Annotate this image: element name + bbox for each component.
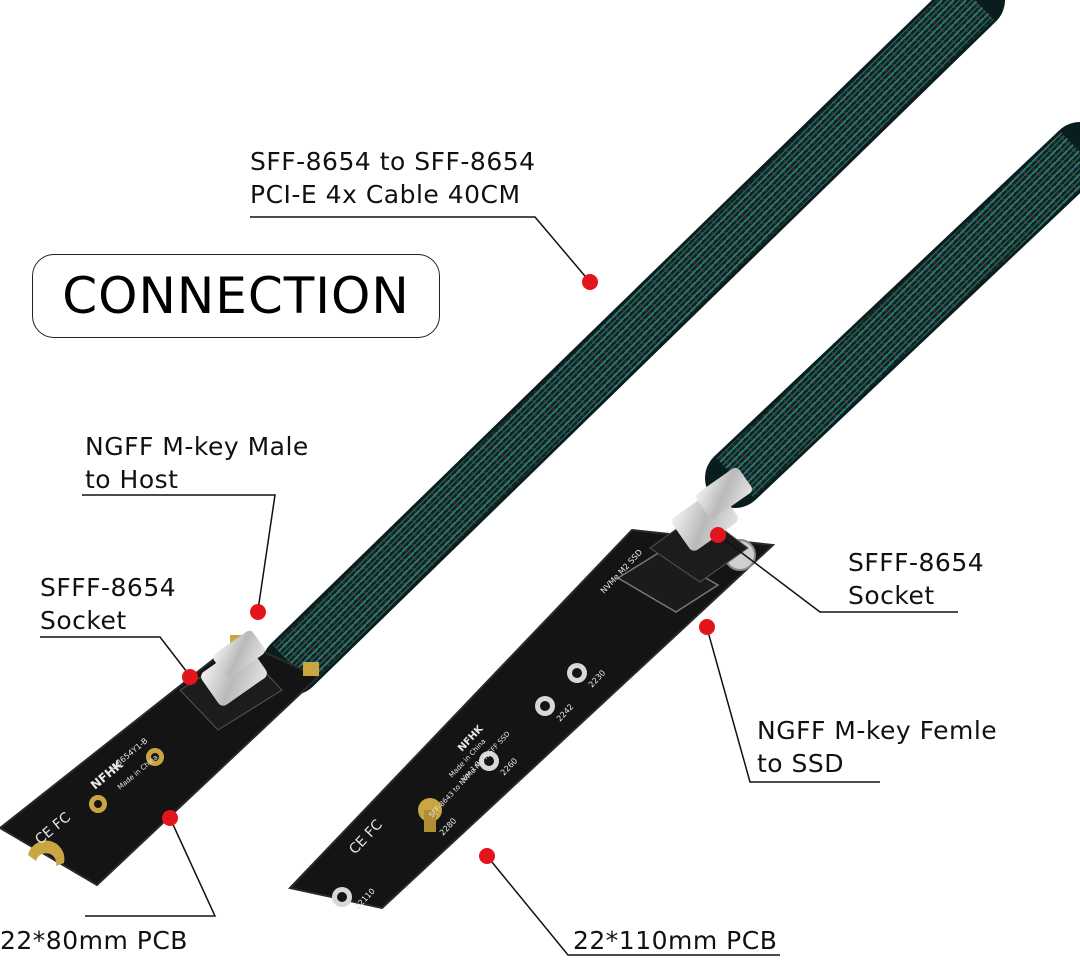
female-ssd-callout-line2: to SSD — [757, 749, 845, 778]
small-pcb — [0, 630, 320, 887]
cable-callout-line2: PCI-E 4x Cable 40CM — [250, 180, 521, 209]
marker-right-socket — [710, 527, 726, 543]
right-cable — [705, 122, 1080, 508]
marker-pcb-110 — [479, 848, 495, 864]
connection-badge: CONNECTION — [32, 254, 440, 338]
male-host-callout-line1: NGFF M-key Male — [85, 432, 309, 461]
connection-badge-text: CONNECTION — [62, 267, 410, 325]
pcb-80-callout: 22*80mm PCB — [0, 926, 188, 955]
right-socket-callout-line1: SFFF-8654 — [848, 548, 985, 577]
left-cable — [262, 0, 1005, 695]
marker-male-host — [250, 604, 266, 620]
right-socket-callout-line2: Socket — [848, 581, 935, 610]
left-socket-callout-line1: SFFF-8654 — [40, 573, 177, 602]
marker-female-ssd — [699, 619, 715, 635]
marker-left-socket — [182, 669, 198, 685]
callout-markers — [162, 274, 726, 864]
pcb-110-callout: 22*110mm PCB — [573, 926, 778, 955]
cable-callout-line1: SFF-8654 to SFF-8654 — [250, 147, 536, 176]
female-ssd-callout-line1: NGFF M-key Femle — [757, 716, 998, 745]
large-pcb — [288, 467, 776, 910]
marker-pcb-80 — [162, 810, 178, 826]
left-socket-callout-line2: Socket — [40, 606, 127, 635]
male-host-callout-line2: to Host — [85, 465, 179, 494]
leader-lines — [40, 216, 958, 956]
marker-cable — [582, 274, 598, 290]
